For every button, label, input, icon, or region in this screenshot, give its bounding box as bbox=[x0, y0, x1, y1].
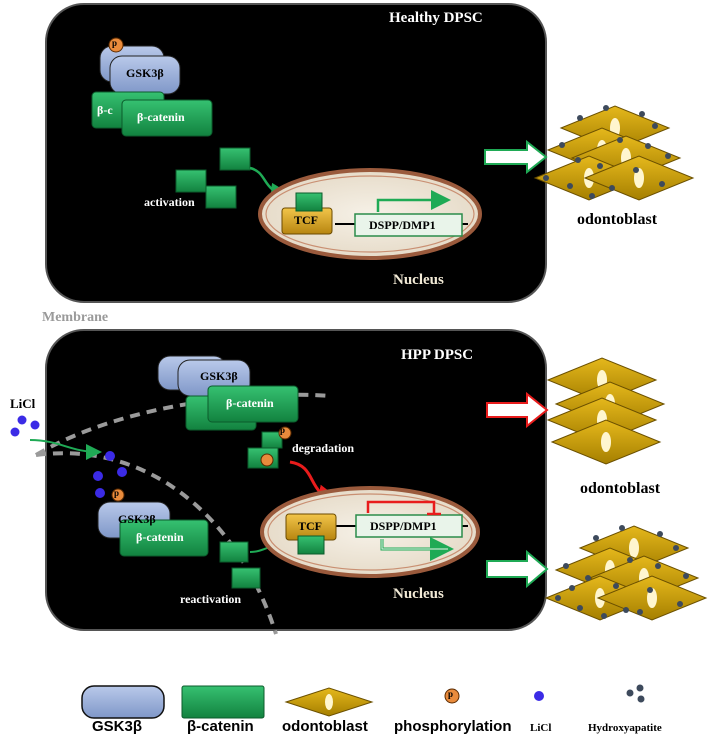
reactivation-label: reactivation bbox=[180, 592, 242, 606]
legend-phospho-label: phosphorylation bbox=[394, 718, 512, 735]
gene-box bbox=[355, 514, 463, 538]
legend-gsk-swatch bbox=[81, 685, 165, 719]
rescued-differentiation-arrow bbox=[486, 549, 549, 589]
transcription-arrow bbox=[376, 190, 451, 212]
differentiation-arrow bbox=[484, 139, 548, 175]
catenin-label: β-catenin bbox=[226, 396, 274, 410]
bound-catenin bbox=[295, 192, 323, 212]
gsk-inner-label: GSK3β bbox=[118, 512, 156, 526]
phospho-marker bbox=[260, 453, 274, 467]
inhibition-arrow bbox=[366, 500, 436, 514]
licl-dots-inside bbox=[93, 451, 127, 498]
free-catenin bbox=[219, 147, 251, 171]
legend-phospho-mark: p bbox=[448, 689, 454, 699]
nucleus-label: Nucleus bbox=[393, 586, 444, 602]
phospho-marker bbox=[111, 488, 125, 502]
legend-phospho-swatch bbox=[444, 688, 460, 704]
legend-gsk-label: GSK3β bbox=[92, 718, 143, 735]
legend-odontoblast-label: odontoblast bbox=[282, 718, 368, 735]
odontoblast-label: odontoblast bbox=[577, 211, 658, 228]
phospho-marker bbox=[108, 37, 124, 53]
catenin-inner-label: β-catenin bbox=[136, 530, 184, 544]
hpp-dpsc-cell bbox=[45, 329, 547, 631]
legend-hydroxyapatite-swatch bbox=[626, 684, 645, 703]
catenin-label: β-catenin bbox=[137, 110, 185, 124]
phospho-marker bbox=[278, 426, 292, 440]
catenin-back-label: β-c bbox=[97, 103, 113, 117]
tcf-label: TCF bbox=[298, 519, 322, 533]
free-catenin bbox=[219, 541, 249, 563]
free-catenin bbox=[175, 169, 207, 193]
legend-licl-label: LiCl bbox=[530, 722, 552, 734]
legend-odontoblast-nucleus bbox=[325, 694, 333, 710]
gene-label: DSPP/DMP1 bbox=[369, 218, 436, 232]
licl-entry-arrow bbox=[29, 439, 102, 460]
legend-hydroxyapatite-label: Hydroxyapatite bbox=[588, 722, 662, 734]
transcription-arrow-inner bbox=[381, 539, 448, 550]
licl-label: LiCl bbox=[10, 396, 36, 411]
odontoblast-label: odontoblast bbox=[580, 480, 661, 497]
phospho-label: p bbox=[280, 425, 286, 435]
free-catenin bbox=[205, 185, 237, 209]
legend-catenin-swatch bbox=[181, 685, 265, 719]
gene-box bbox=[354, 213, 463, 237]
odontoblast-stack-unmineralized bbox=[546, 357, 666, 465]
catenin-protein bbox=[121, 99, 213, 137]
gene-label: DSPP/DMP1 bbox=[370, 519, 437, 533]
licl-dots bbox=[10, 415, 40, 437]
nuclear-membrane-inner bbox=[267, 493, 473, 571]
legend-licl-swatch bbox=[534, 691, 544, 701]
gsk-label: GSK3β bbox=[200, 369, 238, 383]
degradation-label: degradation bbox=[292, 441, 355, 455]
activation-label: activation bbox=[144, 195, 195, 209]
nucleus-label: Nucleus bbox=[393, 272, 444, 288]
phospho-label-2: p bbox=[114, 488, 120, 498]
gsk-label: GSK3β bbox=[126, 66, 164, 80]
tcf-label: TCF bbox=[294, 213, 318, 227]
healthy-dpsc-title: Healthy DPSC bbox=[389, 10, 483, 26]
membrane-label: Membrane bbox=[42, 310, 109, 325]
odontoblast-stack-mineralized bbox=[533, 105, 695, 201]
membrane-dash bbox=[35, 451, 278, 635]
membrane-dash-upper bbox=[34, 392, 331, 457]
bound-catenin bbox=[297, 535, 325, 555]
odontoblast-stack-rescued bbox=[544, 525, 708, 621]
catenin-protein bbox=[119, 519, 209, 557]
catenin-protein bbox=[207, 385, 299, 423]
free-catenin bbox=[231, 567, 261, 589]
impaired-differentiation-arrow bbox=[486, 391, 549, 429]
nuclear-membrane-inner bbox=[265, 175, 475, 253]
hpp-dpsc-title: HPP DPSC bbox=[401, 347, 474, 363]
legend-catenin-label: β-catenin bbox=[187, 718, 254, 735]
phospho-label: p bbox=[112, 38, 118, 48]
